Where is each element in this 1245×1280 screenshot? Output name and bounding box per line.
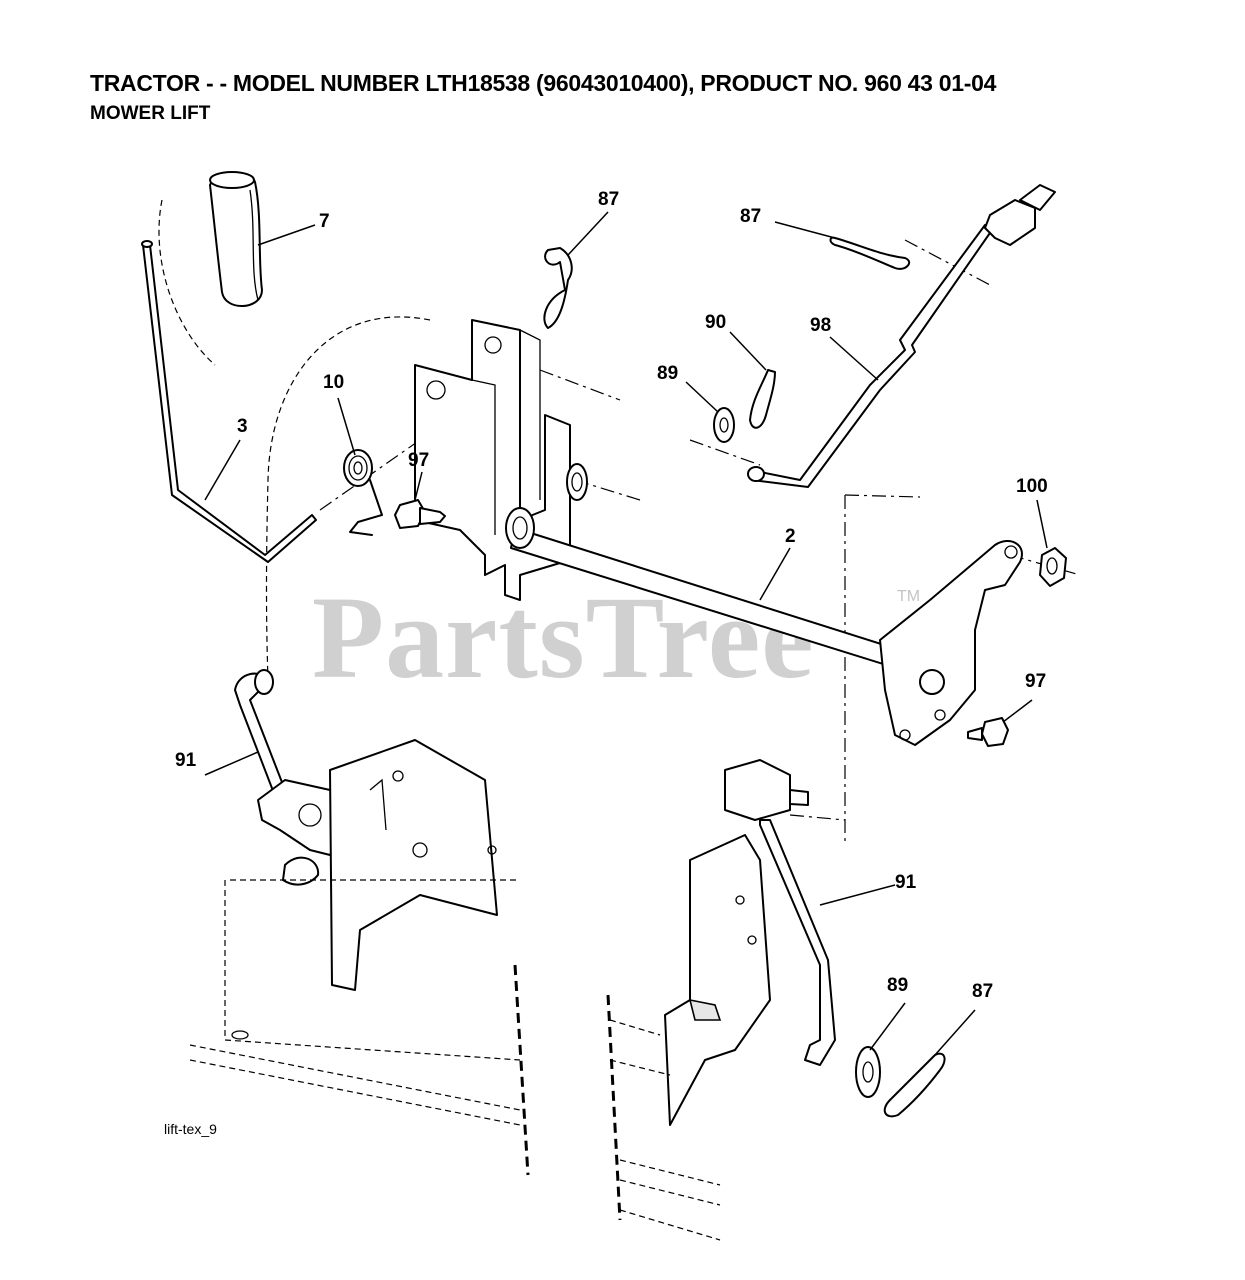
- callout-91: 91: [175, 750, 197, 771]
- callout-97: 97: [1025, 671, 1047, 692]
- guide-line-rod: [265, 316, 431, 681]
- watermark-logo: PartsTree: [312, 572, 815, 703]
- flat-washer-lower: [855, 1046, 881, 1098]
- hex-nut: [1039, 547, 1067, 587]
- link-rod-right: [724, 759, 836, 1066]
- center-line-bolt: [789, 814, 846, 821]
- callout-10: 10: [323, 372, 345, 393]
- callout-90: 90: [705, 312, 727, 333]
- leader-lines: [204, 211, 1048, 1056]
- guide-line-handle: [158, 199, 216, 366]
- callout-87: 87: [740, 206, 762, 227]
- center-line-bracket: [539, 369, 621, 401]
- watermark-trademark: TM: [897, 588, 921, 605]
- lift-handle-rod: [141, 240, 317, 563]
- callout-100: 100: [1016, 476, 1048, 497]
- handle-grip: [209, 171, 263, 307]
- cotter-pin: [749, 369, 776, 429]
- torsion-spring: [343, 449, 383, 536]
- hairpin-clip-upper: [543, 247, 573, 329]
- callout-97: 97: [408, 450, 430, 471]
- deck-edge-right: [606, 994, 622, 1221]
- callout-91: 91: [895, 872, 917, 893]
- callout-3: 3: [237, 416, 248, 437]
- flat-washer-upper: [713, 407, 735, 443]
- page-title: TRACTOR - - MODEL NUMBER LTH18538 (96043…: [90, 70, 997, 96]
- figure-caption: lift-tex_9: [164, 1121, 217, 1137]
- callout-2: 2: [785, 526, 796, 547]
- callout-87: 87: [598, 189, 620, 210]
- center-line-top: [844, 494, 921, 498]
- lift-link-rod: [747, 184, 1056, 488]
- callout-89: 89: [657, 363, 679, 384]
- hex-bolt-left: [394, 499, 446, 529]
- hex-bolt-right: [967, 717, 1009, 747]
- deck-bracket-right: [664, 834, 771, 1126]
- center-line-clip: [904, 239, 991, 286]
- hairpin-clip-rod: [829, 236, 911, 270]
- callout-87: 87: [972, 981, 994, 1002]
- deck-edge-left: [513, 964, 530, 1176]
- center-line-washer: [689, 439, 761, 466]
- callout-98: 98: [810, 315, 832, 336]
- mower-deck: [189, 879, 721, 1241]
- callout-89: 89: [887, 975, 909, 996]
- callout-7: 7: [319, 211, 330, 232]
- right-lift-arm: [879, 540, 1023, 746]
- page-subtitle: MOWER LIFT: [90, 103, 211, 124]
- deck-bracket-left: [329, 739, 498, 991]
- hairpin-clip-lower: [883, 1052, 946, 1118]
